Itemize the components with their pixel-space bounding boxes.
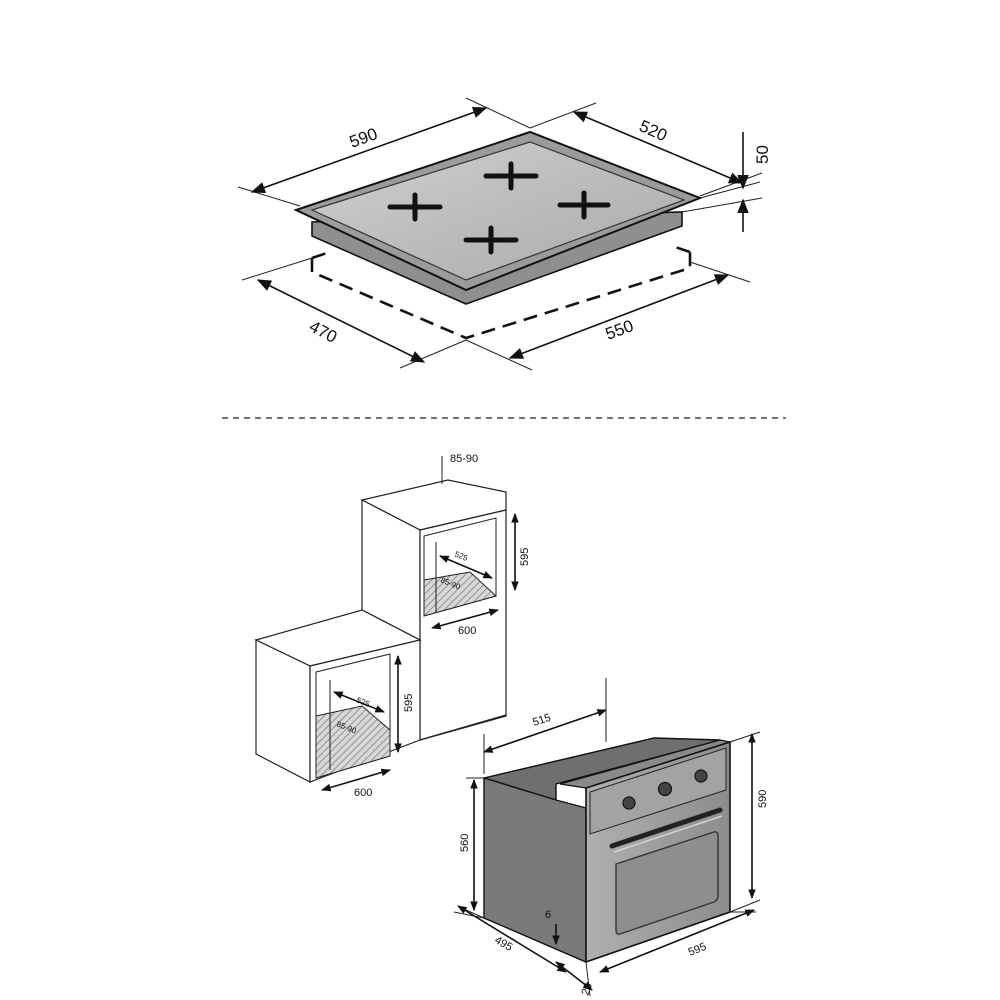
ext-590-bottom <box>729 899 761 913</box>
burner-front-icon <box>463 225 519 255</box>
burner-back-icon <box>483 161 539 191</box>
label-oven-body-height: 560 <box>459 834 471 852</box>
hob-cutout-outline <box>310 252 692 340</box>
dim-low-width <box>321 768 391 792</box>
dim-oven-body-depth <box>483 709 607 753</box>
label-oven-depth: 495 <box>493 934 515 954</box>
dim-oven-depth <box>457 905 567 973</box>
label-tall-height: 595 <box>519 548 531 566</box>
label-low-height: 595 <box>403 694 415 712</box>
dim-tall-width <box>431 608 499 630</box>
dim-oven-width <box>599 909 755 973</box>
dim-tall-depth <box>439 555 493 579</box>
dim-hob-width: 590 <box>237 97 531 207</box>
dim-hob-height: 50 <box>681 132 772 232</box>
label-tall-gap: 85-90 <box>450 453 478 465</box>
cabinet-drawing: 85-90 595 525 85-90 600 595 525 85-90 60… <box>254 453 531 799</box>
label-front-thickness: 25 <box>580 981 595 997</box>
ext-590-top <box>729 731 761 743</box>
oven-knob-left-icon <box>622 796 636 810</box>
burner-right-icon <box>557 190 611 220</box>
oven-control-strip <box>589 747 727 835</box>
oven-drawing: 515 590 560 6 495 25 595 <box>453 678 769 997</box>
hob-drawing: 590 520 50 470 550 <box>237 97 772 371</box>
label-low-width: 600 <box>354 787 372 799</box>
oven-knob-center-icon <box>657 781 673 797</box>
hob-cutout-corners <box>311 244 691 260</box>
burner-left-icon <box>387 192 443 222</box>
label-oven-body-depth: 515 <box>531 712 552 729</box>
label-hob-height: 50 <box>753 145 772 164</box>
dim-front-thickness <box>555 961 593 991</box>
label-oven-width: 595 <box>687 941 709 959</box>
oven-handle-highlight <box>613 815 723 853</box>
label-front-offset: 6 <box>545 909 551 921</box>
label-oven-height: 590 <box>757 790 769 808</box>
oven-handle <box>609 807 723 849</box>
dim-low-depth <box>333 691 385 713</box>
label-tall-width: 600 <box>458 625 476 637</box>
label-cutout-depth: 470 <box>306 317 340 347</box>
oven-knob-right-icon <box>694 769 708 783</box>
dim-cutout-width: 550 <box>465 261 751 371</box>
